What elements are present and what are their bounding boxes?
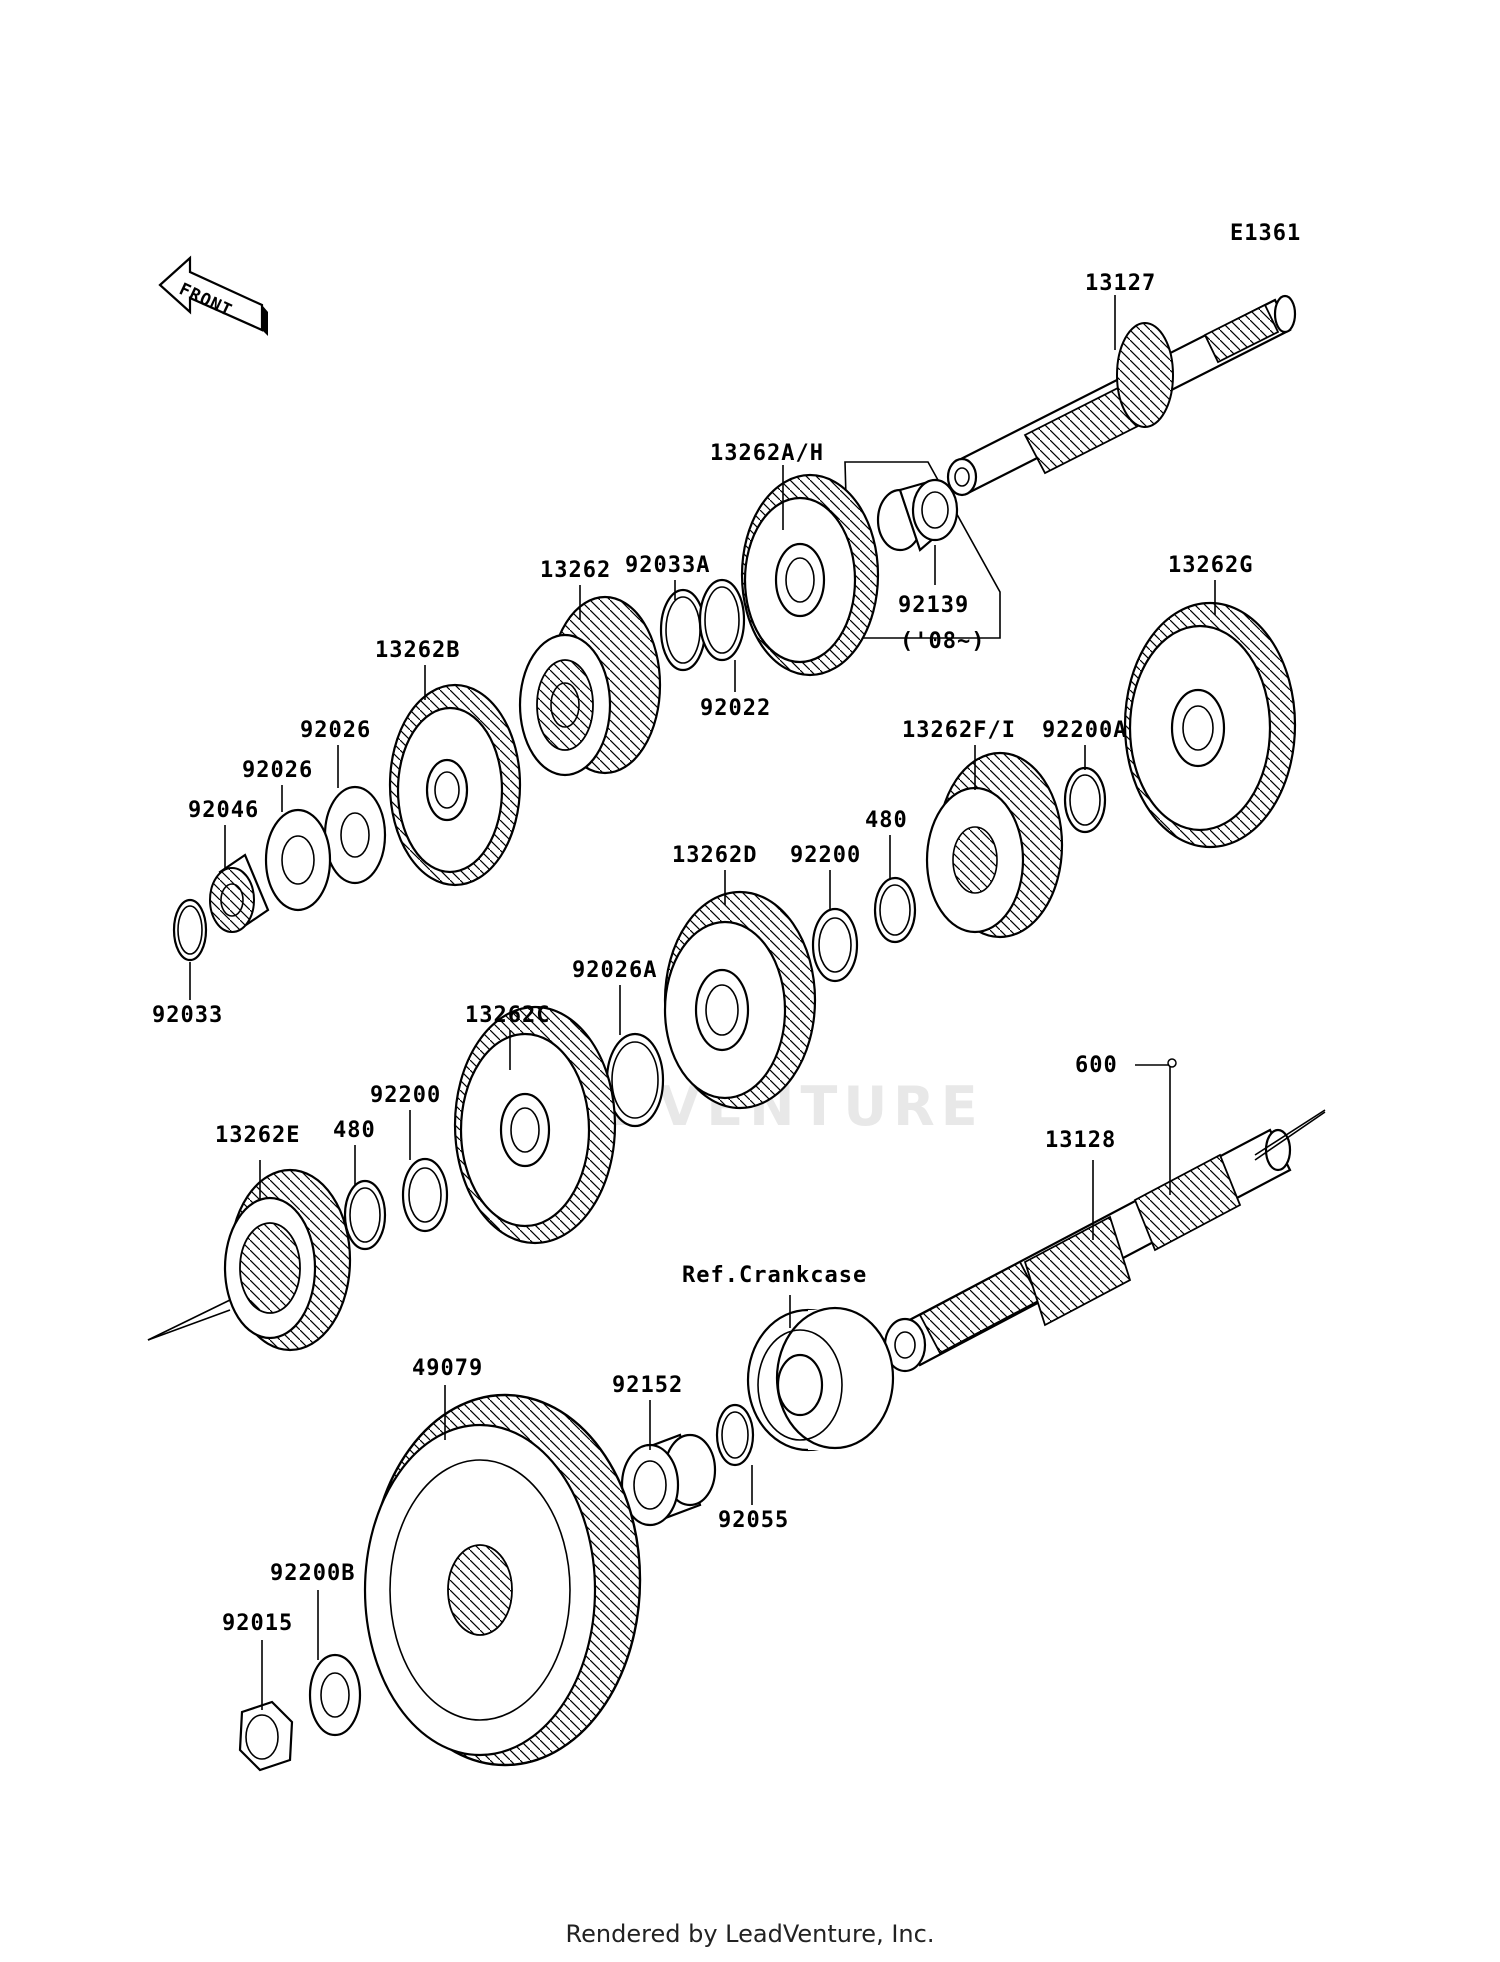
collar-92152[interactable] <box>620 1433 717 1527</box>
label-13127[interactable]: 13127 <box>1085 271 1156 296</box>
label-13262D[interactable]: 13262D <box>672 843 757 868</box>
label-13262F-I[interactable]: 13262F/I <box>902 718 1016 743</box>
label-480-b[interactable]: 480 <box>333 1118 376 1143</box>
label-49079[interactable]: 49079 <box>412 1356 483 1381</box>
label-600[interactable]: 600 <box>1075 1053 1118 1078</box>
gear-13262A-H[interactable] <box>740 473 880 677</box>
bearing-ref-crankcase[interactable] <box>746 1306 898 1452</box>
label-92200-a[interactable]: 92200 <box>790 843 861 868</box>
label-92033[interactable]: 92033 <box>152 1003 223 1028</box>
leader-lines <box>189 295 1216 1710</box>
washer-92200A[interactable] <box>1063 766 1107 834</box>
needle-bearing-92046[interactable] <box>209 853 270 933</box>
label-13128[interactable]: 13128 <box>1045 1128 1116 1153</box>
label-480-a[interactable]: 480 <box>865 808 908 833</box>
label-92026A[interactable]: 92026A <box>572 958 657 983</box>
circlip-92033A[interactable] <box>659 588 707 672</box>
label-92026-a[interactable]: 92026 <box>300 718 371 743</box>
diagram-code: E1361 <box>1230 221 1301 246</box>
circlip-480-b[interactable] <box>343 1179 387 1251</box>
washer-92200-b[interactable] <box>401 1157 449 1233</box>
label-92015[interactable]: 92015 <box>222 1611 293 1636</box>
label-92046[interactable]: 92046 <box>188 798 259 823</box>
washer-92022[interactable] <box>698 578 746 662</box>
gear-13262B[interactable] <box>388 683 522 887</box>
label-92200A[interactable]: 92200A <box>1042 718 1127 743</box>
footer-credit: Rendered by LeadVenture, Inc. <box>565 1920 935 1948</box>
label-92152[interactable]: 92152 <box>612 1373 683 1398</box>
gear-13262D[interactable] <box>663 890 817 1110</box>
gear-13262E[interactable] <box>223 1168 352 1352</box>
label-13262C[interactable]: 13262C <box>465 1003 550 1028</box>
gear-13262F-I[interactable] <box>925 751 1064 939</box>
bushing-92139[interactable] <box>844 461 1001 639</box>
circlip-480-a[interactable] <box>873 876 917 944</box>
label-ref-crankcase[interactable]: Ref.Crankcase <box>682 1263 867 1288</box>
label-92139-note: ('08~) <box>900 629 985 654</box>
gear-13262[interactable] <box>518 595 662 777</box>
label-92022[interactable]: 92022 <box>700 696 771 721</box>
sprocket-49079[interactable] <box>363 1393 642 1767</box>
label-13262A-H[interactable]: 13262A/H <box>710 441 824 466</box>
washer-92026-a[interactable] <box>323 785 387 885</box>
circlip-92033[interactable] <box>172 898 208 962</box>
washer-92200-a[interactable] <box>811 907 859 983</box>
label-92200-b[interactable]: 92200 <box>370 1083 441 1108</box>
nut-92015[interactable] <box>238 1700 294 1772</box>
label-92139[interactable]: 92139 <box>898 593 969 618</box>
label-92033A[interactable]: 92033A <box>625 553 710 578</box>
o-ring-92055[interactable] <box>715 1403 755 1467</box>
label-13262G[interactable]: 13262G <box>1168 553 1253 578</box>
label-13262B[interactable]: 13262B <box>375 638 460 663</box>
gear-13262C[interactable] <box>453 1005 617 1245</box>
label-92026-b[interactable]: 92026 <box>242 758 313 783</box>
gear-13262G[interactable] <box>1123 601 1297 849</box>
label-13262E[interactable]: 13262E <box>215 1123 300 1148</box>
label-13262[interactable]: 13262 <box>540 558 611 583</box>
input-shaft-13127[interactable] <box>946 294 1297 497</box>
washer-92200B[interactable] <box>308 1653 362 1737</box>
label-92200B[interactable]: 92200B <box>270 1561 355 1586</box>
front-arrow-icon: FRONT <box>158 255 268 336</box>
washer-92026-b[interactable] <box>264 808 332 912</box>
part-labels: 13127 13262A/H 92139 ('08~) 13262G 92033… <box>152 271 1253 1636</box>
output-shaft-13128[interactable] <box>883 1128 1292 1373</box>
label-92055[interactable]: 92055 <box>718 1508 789 1533</box>
